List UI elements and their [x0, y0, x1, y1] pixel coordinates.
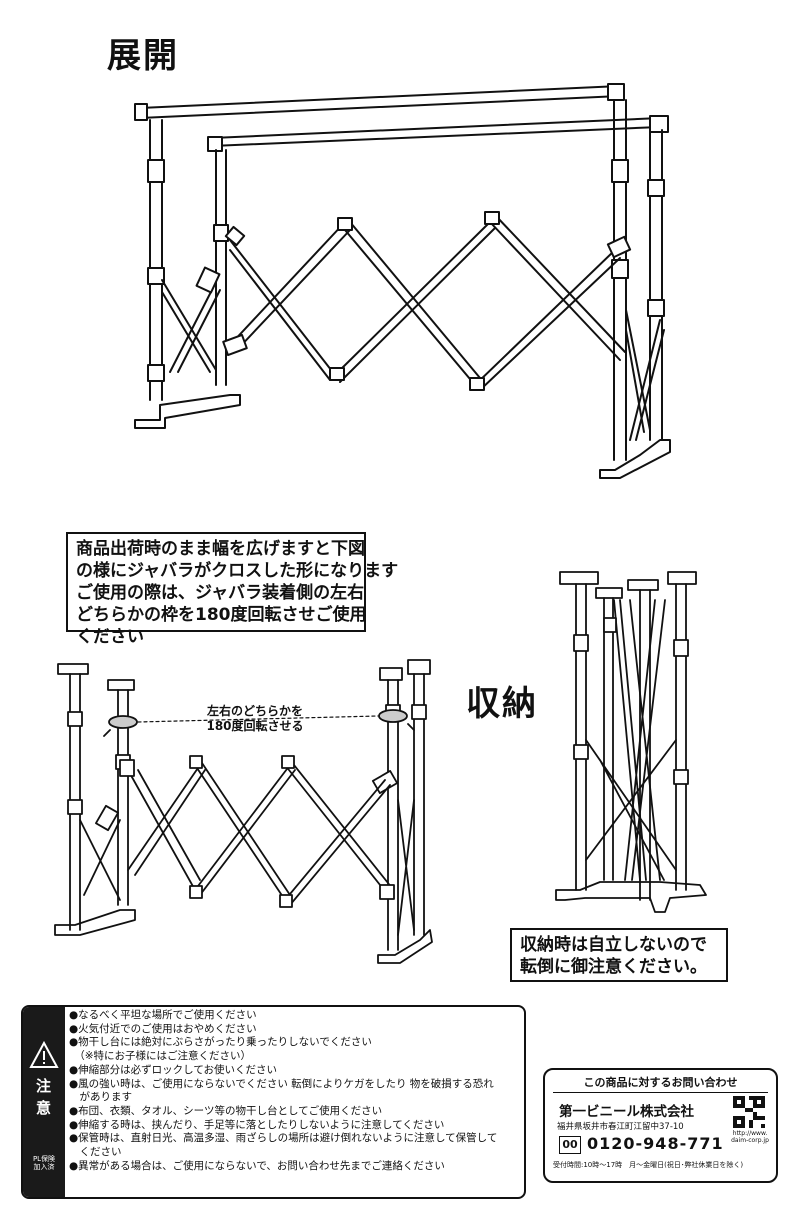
caution-item: ●伸縮部分は必ずロックしてお使いください — [69, 1063, 278, 1076]
expand-note-line: の様にジャバラがクロスした形になります — [76, 561, 399, 581]
warning-icon — [29, 1040, 59, 1068]
company-address: 福井県坂井市春江町江留中37-10 — [557, 1122, 684, 1132]
qr-code-icon — [733, 1096, 765, 1128]
qr-caption-line: daim-corp.jp — [731, 1137, 769, 1144]
expand-note-line: どちらかの枠を180度回転させご使用 — [76, 605, 367, 625]
caution-item: ●異常がある場合は、ご使用にならないで、お問い合わせ先までご連絡ください — [69, 1159, 445, 1172]
company-name: 第一ビニール株式会社 — [559, 1104, 694, 1120]
caution-item: ●布団、衣類、タオル、シーツ等の物干し台としてご使用ください — [69, 1104, 383, 1117]
qr-caption: http://www. daim-corp.jp — [725, 1130, 775, 1144]
qr-caption-line: http://www. — [732, 1130, 768, 1137]
expand-note-line: ご使用の際は、ジャバラ装着側の左右 — [76, 583, 365, 603]
expand-title: 展開 — [107, 36, 179, 76]
expand-note-line: ください — [76, 627, 144, 647]
caution-item: ●なるべく平坦な場所でご使用ください — [69, 1009, 257, 1021]
freedial-icon: 00 — [559, 1136, 581, 1154]
caution-sidebar: 注意 PL保険 加入済 — [23, 1007, 65, 1197]
caution-item: があります — [69, 1091, 132, 1104]
storage-title: 収納 — [466, 684, 538, 724]
contact-box: この商品に対するお問い合わせ 第一ビニール株式会社 福井県坂井市春江町江留中37… — [543, 1068, 778, 1183]
caution-item: ●伸縮する時は、挟んだり、手足等に落としたりしないように注意してください — [69, 1118, 445, 1131]
rotate-label-line: 180度回転させる — [206, 719, 304, 733]
storage-note-line: 収納時は自立しないので — [520, 935, 707, 955]
rotate-label-line: 左右のどちらかを — [206, 704, 303, 718]
expand-note: 商品出荷時のまま幅を広げますと下図 の様にジャバラがクロスした形になります ご使… — [66, 532, 399, 647]
pl-label-line: 加入済 — [33, 1163, 55, 1171]
storage-note-line: 転倒に御注意ください。 — [520, 957, 707, 977]
caution-item: ●火気付近でのご使用はおやめください — [69, 1022, 257, 1035]
caution-item: ●保管時は、直射日光、高温多湿、雨ざらしの場所は避け倒れないように注意して保管し… — [69, 1132, 498, 1145]
expand-note-line: 商品出荷時のまま幅を広げますと下図 — [76, 539, 365, 559]
phone-number: 0120-948-771 — [587, 1134, 724, 1153]
folded-rack-illustration — [555, 571, 707, 913]
pl-label-line: PL保険 — [32, 1155, 56, 1163]
business-hours: 受付時間:10時〜17時 月〜金曜日(祝日･弊社休業日を除く) — [553, 1161, 744, 1169]
caution-item: ください — [69, 1146, 122, 1159]
storage-note: 収納時は自立しないので 転倒に御注意ください。 — [510, 928, 728, 982]
caution-item: （※特にお子様にはご注意ください） — [69, 1050, 252, 1063]
caution-heading: 注意 — [36, 1077, 52, 1117]
caution-item: ●風の強い時は、ご使用にならないでください 転倒によりケガをしたり 物を破損する… — [69, 1077, 494, 1090]
contact-heading: この商品に対するお問い合わせ — [553, 1074, 768, 1093]
caution-item: ●物干し台には絶対にぶらさがったり乗ったりしないでください — [69, 1036, 372, 1049]
rotate-label: 左右のどちらかを 180度回転させる — [190, 704, 320, 734]
expanded-rack-illustration — [134, 83, 671, 479]
caution-panel: 注意 PL保険 加入済 ●なるべく平坦な場所でご使用ください ●火気付近でのご使… — [21, 1005, 526, 1199]
crossed-rack-illustration — [54, 659, 433, 964]
pl-insurance-label: PL保険 加入済 — [23, 1155, 65, 1171]
caution-list: ●なるべく平坦な場所でご使用ください ●火気付近でのご使用はおやめください ●物… — [69, 1009, 520, 1173]
